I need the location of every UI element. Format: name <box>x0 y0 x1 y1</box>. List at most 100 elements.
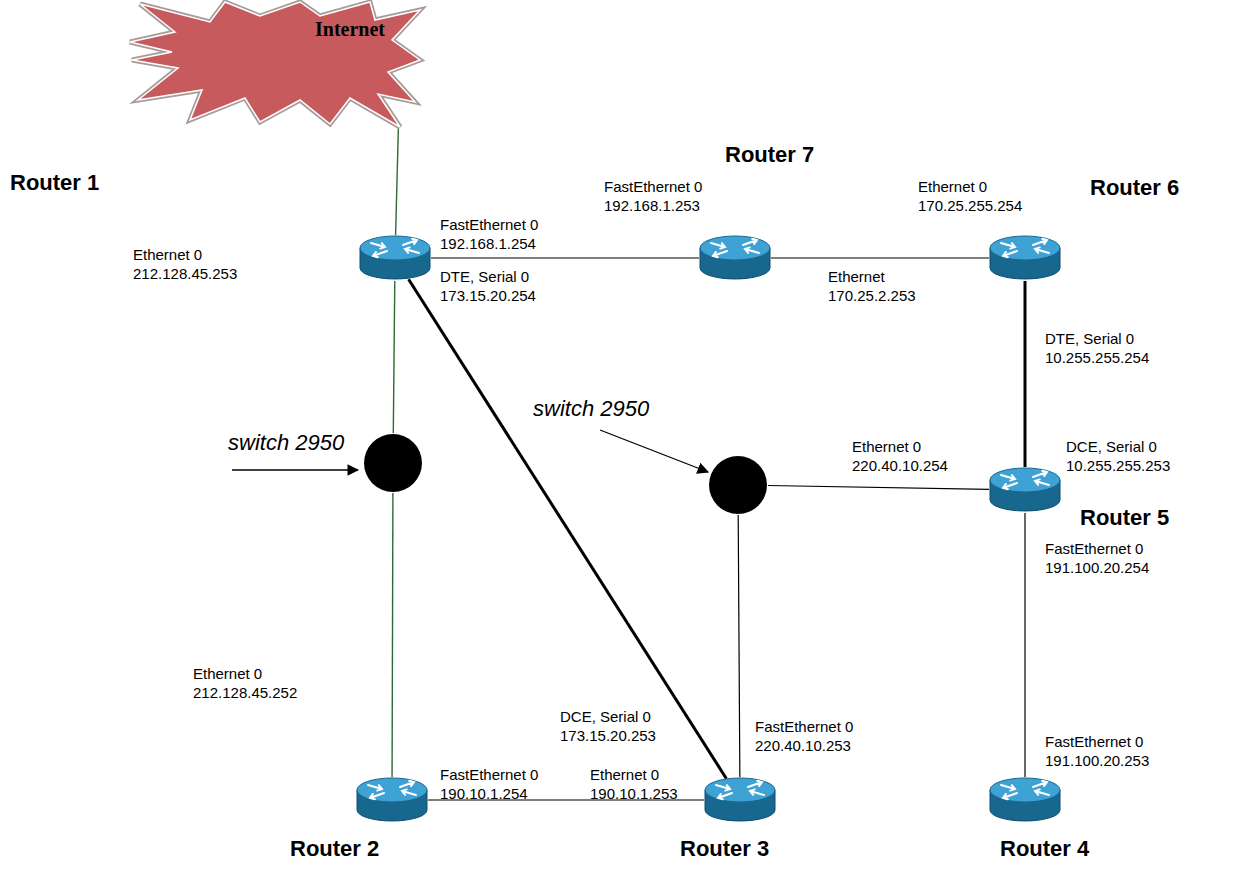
router-icon <box>989 235 1061 281</box>
network-link <box>1024 513 1025 777</box>
router-top <box>705 778 775 802</box>
interface-label-holder: FastEthernet 0 191.100.20.254 <box>1045 540 1185 578</box>
router-arrow <box>1035 789 1049 795</box>
serial-link <box>409 279 727 778</box>
heading-holder: Internet <box>275 18 425 41</box>
router-arrow <box>1033 471 1047 477</box>
router-node: Router 3 <box>704 777 776 823</box>
switch-icon <box>363 433 423 493</box>
serial-link <box>1024 281 1027 467</box>
switch-node: switch 2950 <box>363 433 423 493</box>
router-top <box>700 236 770 260</box>
router-icon <box>989 777 1061 823</box>
router-top <box>357 778 427 802</box>
router-arrow <box>368 785 382 791</box>
cloud-node: Internet <box>130 2 420 127</box>
switch-name: switch 2950 <box>228 430 344 455</box>
interface-label: Ethernet 0 190.10.1.253 <box>590 766 678 802</box>
router-name: Router 4 <box>1000 836 1089 861</box>
interface-label: DTE, Serial 0 10.255.255.254 <box>1045 330 1149 366</box>
switch-dot <box>709 456 767 514</box>
interface-label-holder: FastEthernet 0 220.40.10.253 <box>755 718 895 756</box>
cloud-rim <box>130 2 420 127</box>
router-arrow <box>1035 247 1049 253</box>
router-name: Router 1 <box>10 170 99 195</box>
router-top <box>990 236 1060 260</box>
router-arrow <box>718 793 732 799</box>
heading-holder: Router 1 <box>10 170 99 196</box>
interface-label-holder: DTE, Serial 0 173.15.20.254 <box>440 268 580 306</box>
router-arrow <box>1033 781 1047 787</box>
interface-label: FastEthernet 0 190.10.1.254 <box>440 766 538 802</box>
switch-name: switch 2950 <box>533 396 649 421</box>
network-link <box>738 515 740 777</box>
router-node: Router 7 <box>699 235 771 281</box>
network-link <box>393 281 394 433</box>
router-arrow <box>1035 479 1049 485</box>
interface-label-holder: DCE, Serial 0 173.15.20.253 <box>560 708 670 746</box>
heading-holder: Router 3 <box>680 836 769 862</box>
interface-label-holder: Ethernet 0 170.25.255.254 <box>918 178 1058 216</box>
router-arrow <box>1033 239 1047 245</box>
router-top <box>360 236 430 260</box>
router-name: Router 5 <box>1080 505 1169 530</box>
router-name: Router 7 <box>725 142 814 167</box>
interface-label-holder: FastEthernet 0 192.168.1.254 <box>440 216 580 254</box>
switch-dot <box>364 434 422 492</box>
router-node: Router 2 <box>356 777 428 823</box>
heading-holder: switch 2950 <box>533 396 649 422</box>
network-link <box>396 127 399 235</box>
interface-label: FastEthernet 0 192.168.1.254 <box>440 216 538 252</box>
router-node: Router 5 <box>989 467 1061 513</box>
router-arrow <box>400 781 414 787</box>
interface-label-holder: Ethernet 170.25.2.253 <box>828 268 938 306</box>
router-name: Router 6 <box>1090 175 1179 200</box>
interface-label: FastEthernet 0 191.100.20.254 <box>1045 540 1149 576</box>
router-arrow <box>713 251 727 257</box>
router-arrow <box>405 247 419 253</box>
heading-holder: Router 4 <box>1000 836 1089 862</box>
interface-label-holder: Ethernet 0 212.128.45.252 <box>193 665 333 703</box>
interface-label-holder: Ethernet 0 220.40.10.254 <box>852 438 992 476</box>
interface-label: Ethernet 0 212.128.45.253 <box>133 246 237 282</box>
router-arrow <box>1003 251 1017 257</box>
router-arrow <box>745 247 759 253</box>
cloud-burst <box>130 2 420 127</box>
router-arrow <box>748 781 762 787</box>
router-arrow <box>373 251 387 257</box>
router-arrow <box>1001 243 1015 249</box>
router-arrow <box>402 789 416 795</box>
network-link <box>768 486 989 490</box>
callout-arrow <box>600 430 708 472</box>
network-link <box>431 257 699 258</box>
heading-holder: Router 2 <box>290 836 379 862</box>
router-icon <box>989 467 1061 513</box>
interface-label-holder: Ethernet 0 212.128.45.253 <box>133 246 273 284</box>
interface-label: FastEthernet 0 220.40.10.253 <box>755 718 853 754</box>
interface-label: Ethernet 170.25.2.253 <box>828 268 916 304</box>
interface-label: FastEthernet 0 192.168.1.253 <box>604 178 702 214</box>
interface-label: DCE, Serial 0 173.15.20.253 <box>560 708 656 744</box>
router-node: Router 6 <box>989 235 1061 281</box>
interface-label-holder: FastEthernet 0 192.168.1.253 <box>604 178 744 216</box>
router-icon <box>356 777 428 823</box>
router-arrow <box>1001 475 1015 481</box>
interface-label: DCE, Serial 0 10.255.255.253 <box>1066 438 1170 474</box>
router-arrow <box>370 793 384 799</box>
router-arrow <box>371 243 385 249</box>
interface-label-holder: DTE, Serial 0 10.255.255.254 <box>1045 330 1185 368</box>
interface-label: Ethernet 0 212.128.45.252 <box>193 665 297 701</box>
router-arrow <box>1003 483 1017 489</box>
interface-label-holder: Ethernet 0 190.10.1.253 <box>590 766 695 804</box>
router-icon <box>704 777 776 823</box>
router-top <box>990 778 1060 802</box>
switch-node: switch 2950 <box>708 455 768 515</box>
router-icon <box>699 235 771 281</box>
router-top <box>990 468 1060 492</box>
switch-icon <box>708 455 768 515</box>
router-arrow <box>711 243 725 249</box>
interface-label: Ethernet 0 170.25.255.254 <box>918 178 1022 214</box>
heading-holder: Router 6 <box>1090 175 1179 201</box>
heading-holder: Router 7 <box>725 142 814 168</box>
